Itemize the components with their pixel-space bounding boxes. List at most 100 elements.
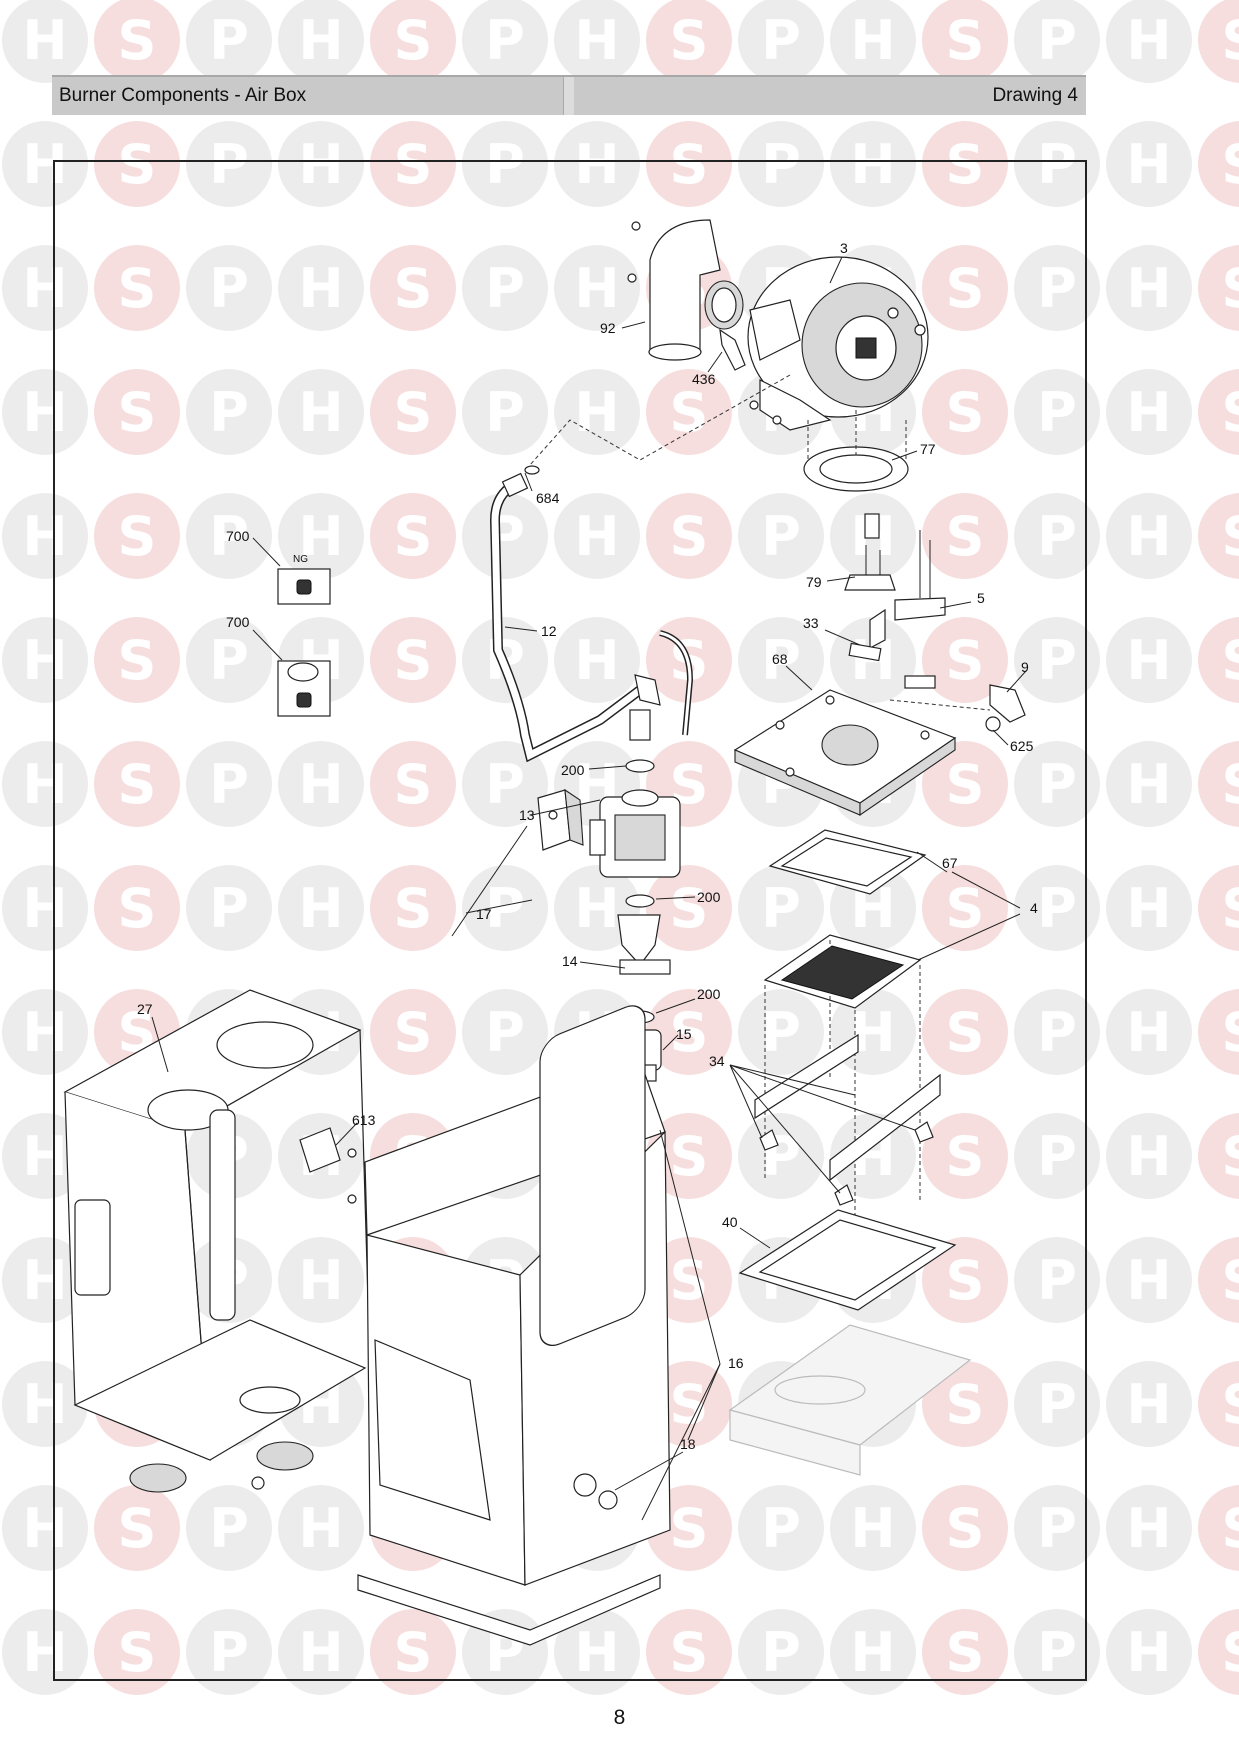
watermark-letter: H	[22, 877, 67, 940]
watermark-circle	[646, 369, 732, 455]
watermark-circle	[922, 617, 1008, 703]
watermark-circle	[186, 617, 272, 703]
callout-92: 92	[600, 320, 616, 336]
watermark-circle	[186, 121, 272, 207]
inset-label-ng: NG	[293, 554, 308, 565]
watermark-circle	[1198, 493, 1239, 579]
watermark-letter: S	[118, 257, 157, 320]
watermark-circle	[738, 0, 824, 83]
watermark-circle	[1014, 741, 1100, 827]
watermark-circle	[462, 0, 548, 83]
watermark-letter: S	[1222, 1001, 1239, 1064]
watermark-letter: S	[670, 1249, 709, 1312]
watermark-letter: S	[1222, 1249, 1239, 1312]
watermark-circle	[1106, 1485, 1192, 1571]
watermark-letter: P	[485, 9, 525, 72]
watermark-circle	[94, 493, 180, 579]
watermark-letter: P	[1037, 133, 1077, 196]
watermark-letter: P	[1037, 1497, 1077, 1560]
watermark-circle	[462, 369, 548, 455]
washer-200b	[625, 894, 655, 908]
watermark-letter: P	[1037, 629, 1077, 692]
watermark-circle	[2, 741, 88, 827]
watermark-letter: S	[946, 133, 985, 196]
watermark-circle	[370, 1609, 456, 1695]
fan-gasket-77	[803, 410, 909, 492]
watermark-circle	[2, 369, 88, 455]
watermark-letter: H	[1126, 1373, 1171, 1436]
watermark-letter: H	[1126, 505, 1171, 568]
watermark-circle	[554, 0, 640, 83]
watermark-letter: P	[1037, 381, 1077, 444]
watermark-letter: S	[670, 877, 709, 940]
watermark-circle	[830, 1485, 916, 1571]
watermark-letter: H	[22, 133, 67, 196]
watermark-letter: S	[670, 381, 709, 444]
watermark-circle	[1198, 369, 1239, 455]
watermark-circle	[186, 1485, 272, 1571]
watermark-circle	[554, 493, 640, 579]
watermark-letter: H	[298, 753, 343, 816]
callout-33: 33	[803, 615, 819, 631]
watermark-letter: S	[946, 9, 985, 72]
watermark-letter: S	[1222, 753, 1239, 816]
watermark-circle	[186, 1609, 272, 1695]
watermark-letter: H	[1126, 1621, 1171, 1684]
callout-16: 16	[728, 1355, 744, 1371]
watermark-letter: S	[670, 505, 709, 568]
watermark-letter: P	[485, 753, 525, 816]
callout-labels: 3 92 436 77 684 700 700 79 5 33 12 68 9 …	[137, 240, 1038, 1452]
callout-200-top: 200	[561, 762, 585, 778]
watermark-letter: H	[574, 877, 619, 940]
watermark-circle	[1198, 1361, 1239, 1447]
watermark-circle	[2, 865, 88, 951]
watermark-circle	[186, 0, 272, 83]
callout-67: 67	[942, 855, 958, 871]
watermark-letter: H	[22, 753, 67, 816]
watermark-circle	[1106, 0, 1192, 83]
watermark-circle	[370, 0, 456, 83]
watermark-letter: P	[761, 9, 801, 72]
watermark-letter: P	[209, 381, 249, 444]
casing-frame	[63, 989, 369, 1461]
watermark-circle	[2, 121, 88, 207]
watermark-circle	[278, 245, 364, 331]
watermark-circle	[922, 369, 1008, 455]
watermark-letter: H	[22, 1621, 67, 1684]
watermark-circle	[830, 0, 916, 83]
watermark-letter: P	[1037, 1621, 1077, 1684]
watermark-letter: H	[22, 381, 67, 444]
watermark-circle	[94, 0, 180, 83]
air-inlet-elbow	[627, 219, 744, 361]
watermark-letter: P	[1037, 877, 1077, 940]
watermark-letter: H	[22, 1001, 67, 1064]
watermark-letter: S	[946, 1249, 985, 1312]
watermark-circle	[278, 0, 364, 83]
bracket-9	[985, 684, 1026, 732]
watermark-circle	[370, 865, 456, 951]
watermark-circle	[462, 493, 548, 579]
callout-5: 5	[977, 590, 985, 606]
callout-3: 3	[840, 240, 848, 256]
watermark-letter: S	[946, 629, 985, 692]
watermark-letter: P	[209, 505, 249, 568]
insulation-34	[754, 1033, 941, 1206]
watermark-letter: S	[1222, 505, 1239, 568]
front-casing	[357, 1005, 671, 1646]
watermark-circle	[1106, 1113, 1192, 1199]
watermark-circle	[646, 1113, 732, 1199]
watermark-letter: P	[485, 381, 525, 444]
watermark-letter: P	[209, 9, 249, 72]
watermark-letter: S	[394, 1001, 433, 1064]
gas-valve-13	[589, 789, 681, 878]
watermark-letter: H	[574, 381, 619, 444]
watermark-letter: H	[298, 9, 343, 72]
watermark-circle	[370, 493, 456, 579]
watermark-circle	[370, 369, 456, 455]
watermark-circle	[186, 369, 272, 455]
watermark-circle	[94, 121, 180, 207]
burner-4	[763, 934, 922, 1009]
watermark-letter: P	[485, 877, 525, 940]
watermark-letter: H	[1126, 1249, 1171, 1312]
